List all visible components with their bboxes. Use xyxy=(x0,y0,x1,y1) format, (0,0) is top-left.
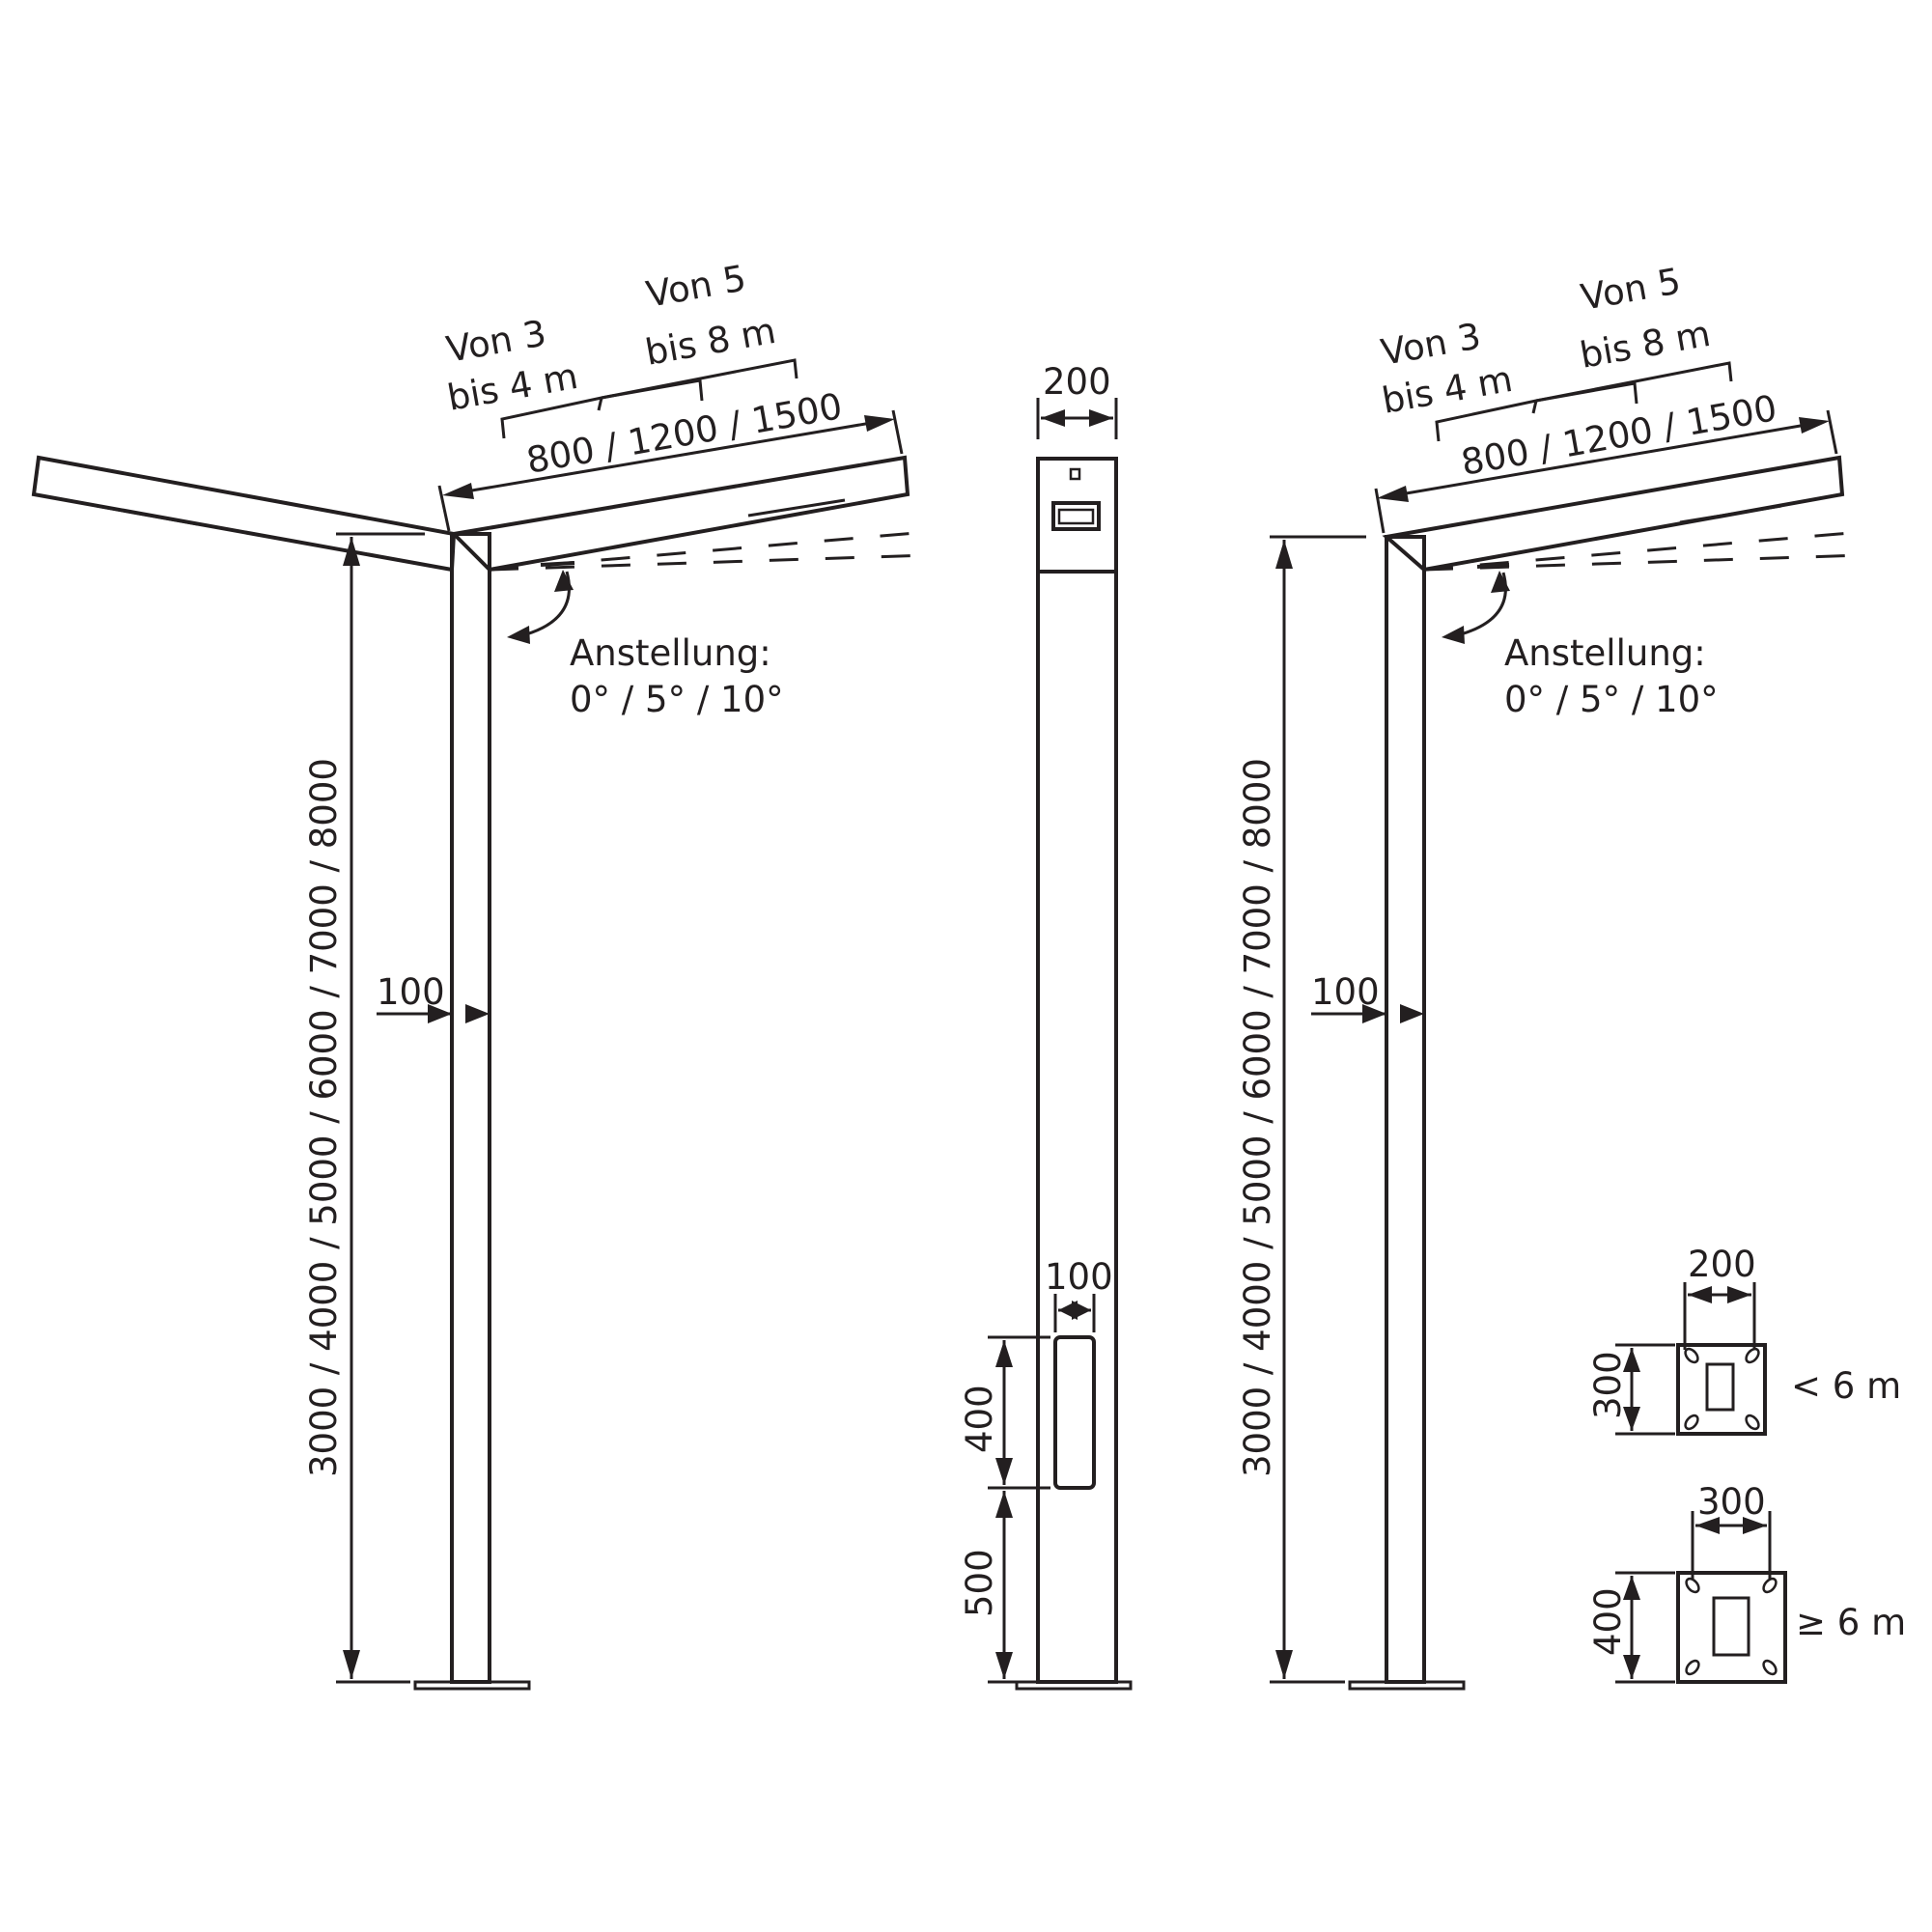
right-pole-width-label: 100 xyxy=(1311,971,1380,1013)
base-small-width-label: 200 xyxy=(1688,1244,1756,1285)
right-arm xyxy=(1382,455,1845,573)
side-head xyxy=(1036,457,1118,574)
base-plate-large: 300 400 ≥ 6 m xyxy=(1587,1481,1906,1684)
base-large-condition: ≥ 6 m xyxy=(1796,1602,1906,1643)
door-height-label: 400 xyxy=(959,1385,1000,1453)
left-view: Anstellung: 0° / 5° / 10° 3000 / 4000 / … xyxy=(31,257,928,1691)
side-view: 200 100 400 500 xyxy=(959,361,1133,1691)
side-pole xyxy=(1036,570,1118,1684)
left-base-plate xyxy=(413,1680,531,1691)
right-height-label: 3000 / 4000 / 5000 / 6000 / 7000 / 8000 xyxy=(1237,758,1278,1477)
left-height-label: 3000 / 4000 / 5000 / 6000 / 7000 / 8000 xyxy=(303,758,345,1477)
door-offset-label: 500 xyxy=(959,1549,1000,1617)
right-base-plate xyxy=(1348,1680,1466,1691)
left-pole xyxy=(450,532,491,1684)
right-tilt-label: Anstellung: xyxy=(1504,632,1706,674)
base-large-width-label: 300 xyxy=(1697,1481,1766,1523)
left-span-large-2: bis 8 m xyxy=(642,310,779,374)
side-width-label: 200 xyxy=(1043,361,1111,403)
right-span-large-2: bis 8 m xyxy=(1577,313,1714,377)
left-tilt-label: Anstellung: xyxy=(570,632,771,674)
service-door xyxy=(1053,1335,1096,1490)
left-span-large-1: Von 5 xyxy=(643,257,749,315)
sensor-icon xyxy=(1069,467,1081,481)
left-tilt-values: 0° / 5° / 10° xyxy=(570,679,784,720)
base-small-condition: < 6 m xyxy=(1791,1365,1901,1407)
right-pole xyxy=(1385,535,1426,1684)
left-arm-left xyxy=(31,455,457,573)
left-arm-length-label: 800 / 1200 / 1500 xyxy=(523,385,845,482)
side-base-plate xyxy=(1015,1680,1133,1691)
base-large-depth-label: 400 xyxy=(1587,1587,1629,1656)
right-arm-length-label: 800 / 1200 / 1500 xyxy=(1458,387,1779,484)
left-pole-width-label: 100 xyxy=(377,971,445,1013)
base-plate-small: 200 300 < 6 m xyxy=(1587,1244,1901,1436)
base-small-depth-label: 300 xyxy=(1587,1351,1629,1419)
right-tilt-values: 0° / 5° / 10° xyxy=(1504,679,1719,720)
right-span-large-1: Von 5 xyxy=(1578,260,1684,318)
lamp-window xyxy=(1051,501,1101,531)
left-arm-right xyxy=(449,455,910,573)
door-width-label: 100 xyxy=(1045,1256,1113,1298)
right-view: Anstellung: 0° / 5° / 10° 3000 / 4000 / … xyxy=(1237,260,1862,1691)
